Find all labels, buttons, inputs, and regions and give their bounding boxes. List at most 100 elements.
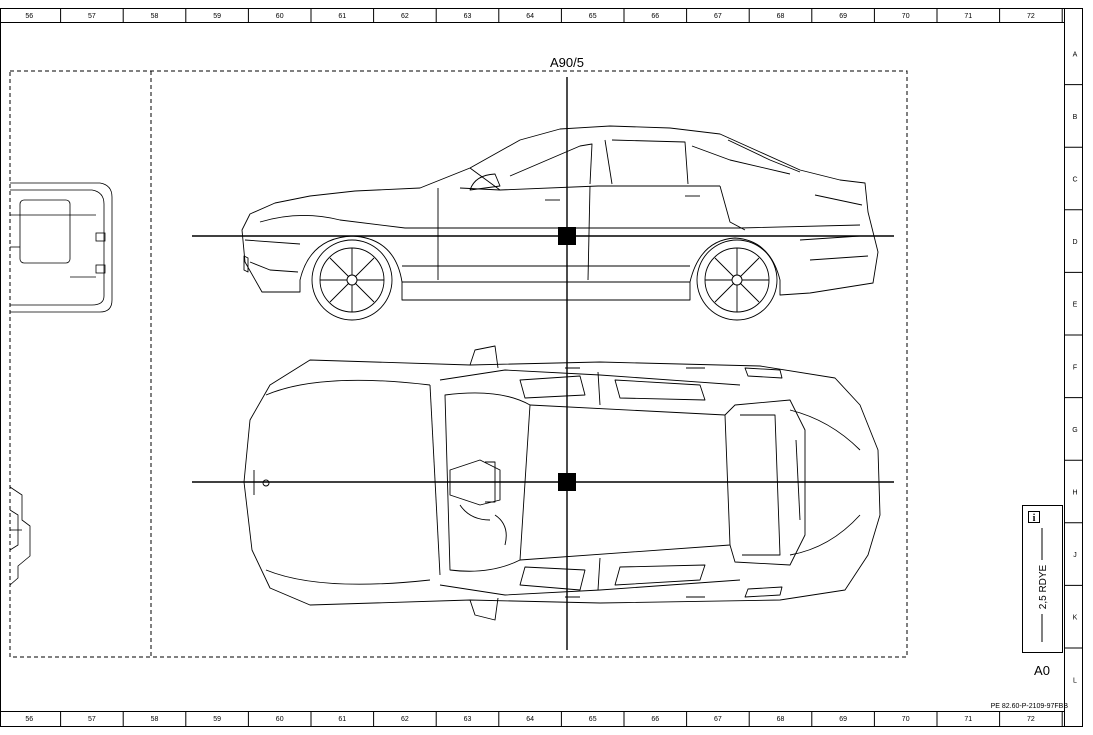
top-column-cell-71: 71 bbox=[936, 8, 972, 22]
row-label: B bbox=[1073, 114, 1078, 121]
bottom-column-label: 63 bbox=[464, 716, 472, 723]
row-label: H bbox=[1072, 490, 1077, 497]
row-cell-L: L bbox=[1064, 647, 1083, 684]
row-label: C bbox=[1072, 177, 1077, 184]
top-column-cell-66: 66 bbox=[623, 8, 659, 22]
bottom-column-ruler: 56 57 58 59 60 61 62 63 64 65 66 67 68 69 70 71 72 bbox=[25, 711, 1063, 727]
bottom-column-label: 57 bbox=[88, 716, 96, 723]
top-column-cell-70: 70 bbox=[873, 8, 910, 22]
row-label: L bbox=[1073, 677, 1077, 684]
top-column-label: 64 bbox=[526, 13, 534, 20]
top-column-label: 71 bbox=[964, 13, 972, 20]
row-cell-B: B bbox=[1064, 84, 1083, 121]
top-column-label: 62 bbox=[401, 13, 409, 20]
sheet-border bbox=[0, 8, 1083, 727]
row-cell-J: J bbox=[1064, 522, 1083, 559]
top-column-cell-60: 60 bbox=[247, 8, 284, 22]
component-id[interactable]: A0 bbox=[1034, 663, 1050, 678]
bottom-column-label: 71 bbox=[964, 716, 972, 723]
bottom-column-cell-63: 63 bbox=[435, 711, 472, 727]
bottom-column-label: 69 bbox=[839, 716, 847, 723]
svg-text:i: i bbox=[1033, 513, 1036, 524]
top-column-label: 67 bbox=[714, 13, 722, 20]
top-column-cell-65: 65 bbox=[560, 8, 597, 22]
info-icon[interactable]: i bbox=[1028, 511, 1040, 525]
row-cell-C: C bbox=[1064, 146, 1083, 184]
top-column-cell-56: 56 bbox=[25, 13, 33, 20]
row-label: A bbox=[1073, 51, 1078, 58]
row-label: D bbox=[1072, 239, 1077, 246]
component-marker-side[interactable] bbox=[558, 227, 576, 245]
reference-crosshair bbox=[192, 77, 894, 650]
row-label: J bbox=[1073, 552, 1077, 559]
top-column-label: 65 bbox=[589, 13, 597, 20]
row-label: F bbox=[1073, 364, 1077, 371]
top-column-ruler: 56 57 58 59 60 61 62 63 64 65 66 67 68 69 70 71 72 bbox=[25, 8, 1063, 22]
bottom-column-label: 64 bbox=[526, 716, 534, 723]
top-column-cell-68: 68 bbox=[748, 8, 785, 22]
top-column-cell-61: 61 bbox=[310, 8, 346, 22]
top-column-label: 59 bbox=[213, 13, 221, 20]
wire-label: 2,5 RDYE bbox=[1038, 564, 1049, 609]
bottom-column-cell-68: 68 bbox=[748, 711, 785, 727]
top-column-label: 68 bbox=[777, 13, 785, 20]
top-column-cell-67: 67 bbox=[686, 8, 722, 22]
top-column-cell-63: 63 bbox=[435, 8, 472, 22]
left-partial-component bbox=[9, 182, 113, 586]
bottom-column-label: 59 bbox=[213, 716, 221, 723]
top-column-label: 66 bbox=[651, 13, 659, 20]
bottom-column-cell-59: 59 bbox=[185, 711, 221, 727]
top-column-label: 61 bbox=[338, 13, 346, 20]
bottom-column-label: 72 bbox=[1027, 716, 1035, 723]
row-cell-H: H bbox=[1064, 459, 1083, 497]
row-cell-G: G bbox=[1064, 397, 1083, 434]
component-frame-dashed bbox=[9, 70, 908, 658]
top-column-cell-72: 72 bbox=[999, 8, 1035, 22]
bottom-column-cell-72: 72 bbox=[999, 711, 1035, 727]
top-column-cell-57: 57 bbox=[60, 8, 96, 22]
component-label[interactable]: A90/5 bbox=[550, 55, 584, 70]
bottom-column-cell-64: 64 bbox=[498, 711, 534, 727]
row-cell-E: E bbox=[1064, 271, 1083, 309]
bottom-column-cell-56: 56 bbox=[25, 716, 33, 723]
top-column-label: 56 bbox=[25, 13, 33, 20]
row-label: K bbox=[1073, 615, 1078, 622]
top-column-cell-64: 64 bbox=[498, 8, 534, 22]
top-column-label: 63 bbox=[464, 13, 472, 20]
row-cell-K: K bbox=[1064, 584, 1083, 622]
top-column-cell-62: 62 bbox=[373, 8, 409, 22]
car-side-view bbox=[241, 125, 879, 321]
top-column-label: 60 bbox=[276, 13, 284, 20]
bottom-column-label: 60 bbox=[276, 716, 284, 723]
bottom-column-label: 62 bbox=[401, 716, 409, 723]
component-marker-top[interactable] bbox=[558, 473, 576, 491]
bottom-column-label: 68 bbox=[777, 716, 785, 723]
bottom-column-label: 70 bbox=[902, 716, 910, 723]
bottom-column-cell-67: 67 bbox=[686, 711, 722, 727]
bottom-column-cell-57: 57 bbox=[60, 711, 96, 727]
bottom-column-cell-66: 66 bbox=[623, 711, 659, 727]
bottom-column-cell-61: 61 bbox=[310, 711, 346, 727]
bottom-column-cell-60: 60 bbox=[247, 711, 284, 727]
bottom-column-cell-65: 65 bbox=[560, 711, 597, 727]
bottom-column-label: 66 bbox=[651, 716, 659, 723]
top-column-cell-58: 58 bbox=[122, 8, 159, 22]
top-column-label: 70 bbox=[902, 13, 910, 20]
bottom-column-label: 67 bbox=[714, 716, 722, 723]
bottom-column-label: 65 bbox=[589, 716, 597, 723]
top-column-label: 69 bbox=[839, 13, 847, 20]
row-ruler: A B C D E F G H J K L bbox=[1064, 51, 1083, 684]
bottom-column-cell-69: 69 bbox=[811, 711, 847, 727]
bottom-column-label: 58 bbox=[151, 716, 159, 723]
top-column-label: 57 bbox=[88, 13, 96, 20]
bottom-column-cell-62: 62 bbox=[373, 711, 409, 727]
top-column-cell-59: 59 bbox=[185, 8, 221, 22]
top-column-label: 58 bbox=[151, 13, 159, 20]
row-cell-F: F bbox=[1064, 334, 1083, 371]
row-label: G bbox=[1072, 427, 1077, 434]
row-cell-A: A bbox=[1073, 51, 1078, 58]
bottom-column-cell-71: 71 bbox=[936, 711, 972, 727]
bottom-column-label: 61 bbox=[338, 716, 346, 723]
top-column-label: 72 bbox=[1027, 13, 1035, 20]
bottom-column-cell-70: 70 bbox=[873, 711, 910, 727]
